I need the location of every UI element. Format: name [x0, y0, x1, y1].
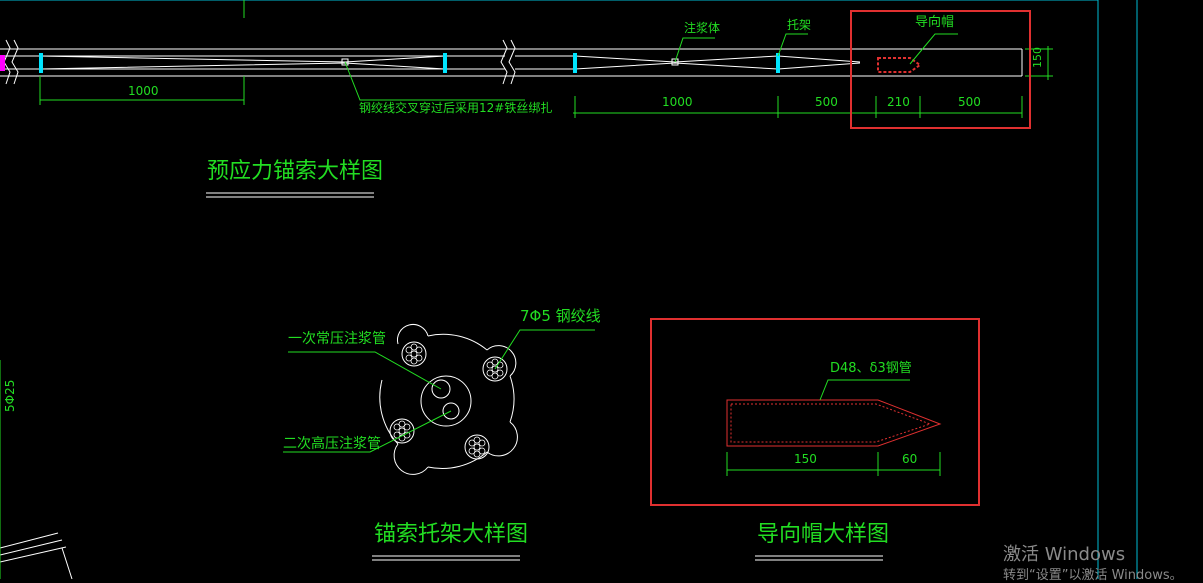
- title-underlines: [206, 192, 883, 561]
- dim-210: 210: [887, 95, 910, 109]
- label-strand-tie-note: 钢绞线交叉穿过后采用12#铁丝绑扎: [359, 101, 553, 115]
- anchor-cable: [0, 39, 1023, 85]
- spacers: [39, 53, 780, 73]
- bracket-section: [379, 323, 518, 475]
- title-bracket-detail: 锚索托架大样图: [374, 522, 529, 547]
- dim-1000-right: 1000: [662, 95, 693, 109]
- title-anchor-detail: 预应力锚索大样图: [207, 159, 384, 184]
- windows-activation-watermark-subtitle: 转到“设置”以激活 Windows。: [1003, 568, 1183, 583]
- label-strand: 7Φ5 钢绞线: [520, 307, 601, 325]
- left-marker: [0, 55, 5, 71]
- label-guide-cap: 导向帽: [915, 15, 955, 30]
- guide-cap-highlight-box: [850, 10, 1031, 129]
- label-bracket: 托架: [787, 18, 812, 32]
- left-edge-lines: [0, 532, 73, 579]
- dim-500-b: 500: [958, 95, 981, 109]
- bracket-leaders: [283, 329, 595, 453]
- dim-cap-60: 60: [902, 452, 918, 466]
- dim-cap-150: 150: [794, 452, 817, 466]
- dim-1000-left: 1000: [128, 84, 159, 98]
- cap-detail-highlight-box: [650, 318, 980, 506]
- label-steel-pipe: D48、δ3钢管: [830, 361, 912, 376]
- guide-cap-detail: [726, 399, 942, 447]
- label-5phi25: 5Φ25: [3, 379, 17, 412]
- cap-dimensions: [726, 379, 941, 476]
- drawing-frame: [0, 0, 1138, 579]
- dim-150-vertical: 150: [1031, 47, 1044, 68]
- label-primary-pipe: 一次常压注浆管: [288, 331, 386, 347]
- windows-activation-watermark-title: 激活 Windows: [1003, 544, 1126, 565]
- guide-cap-on-cable: [877, 57, 922, 73]
- label-secondary-pipe: 二次高压注浆管: [283, 436, 381, 452]
- dim-500-a: 500: [815, 95, 838, 109]
- label-grout-body: 注浆体: [684, 21, 721, 35]
- top-dimensions: [39, 33, 1053, 118]
- title-cap-detail: 导向帽大样图: [757, 522, 890, 547]
